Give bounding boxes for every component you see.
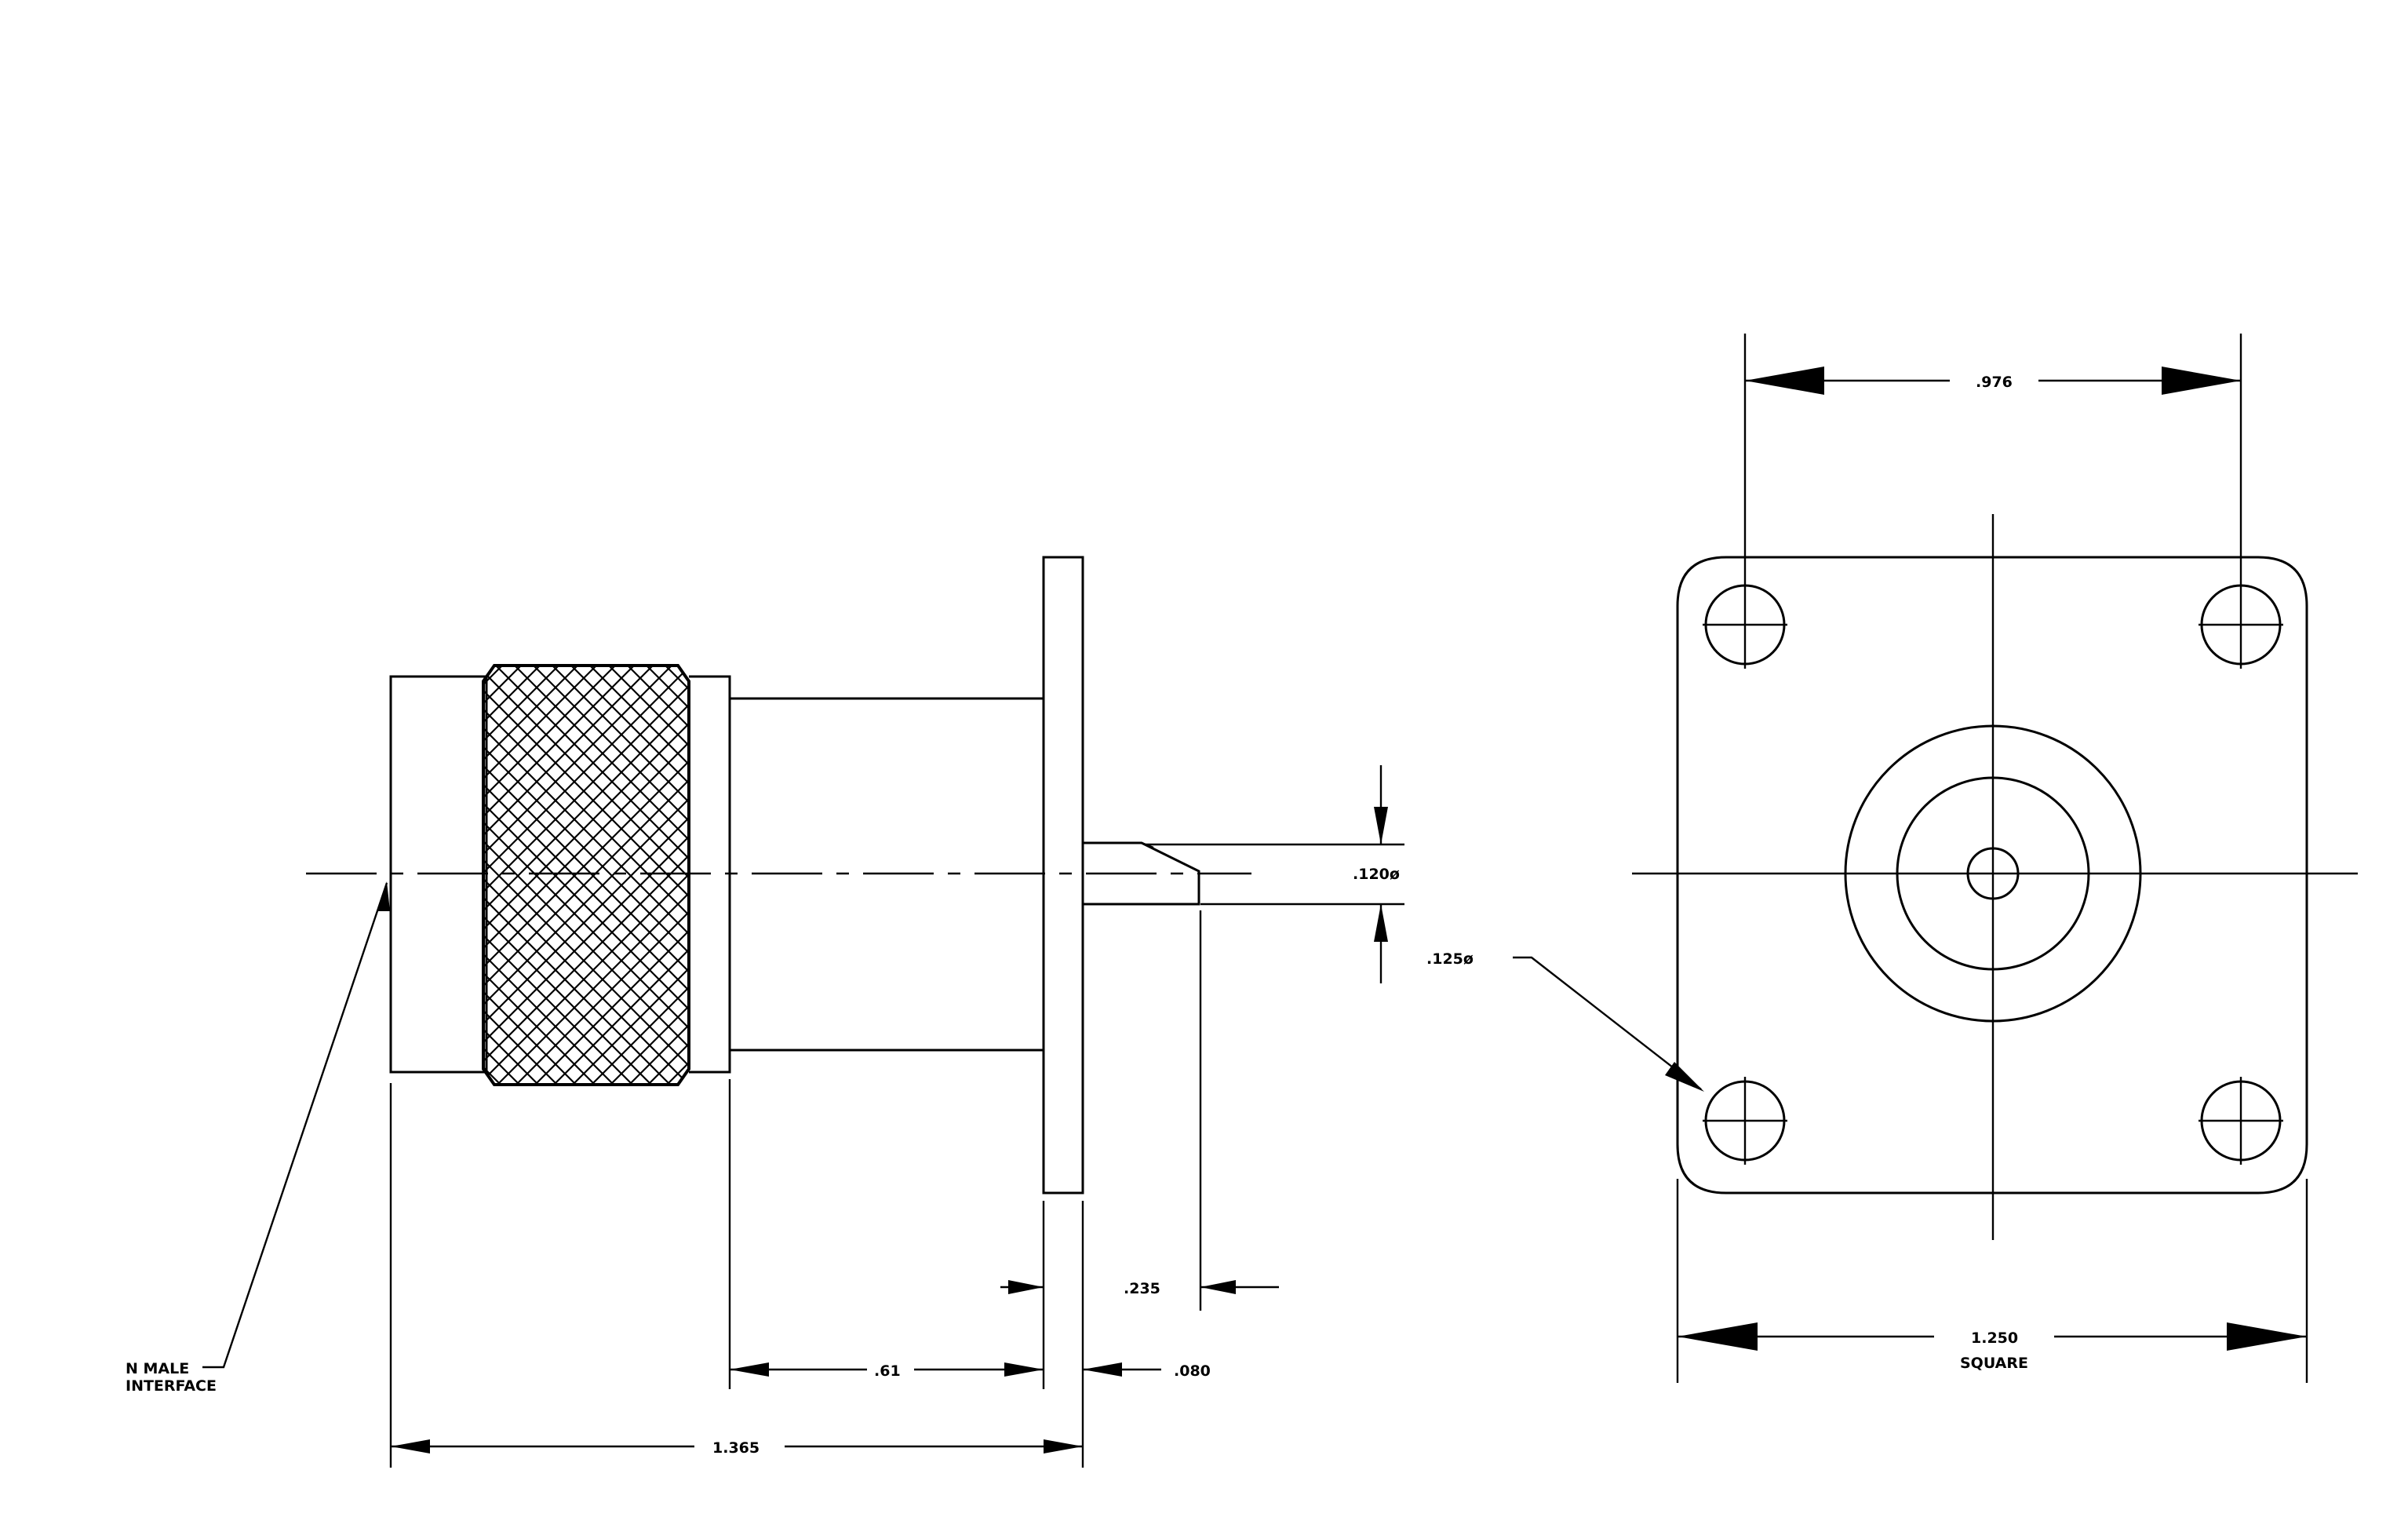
- interface-label-line2: INTERFACE: [126, 1377, 217, 1395]
- mounting-hole-top-right: [2199, 581, 2283, 669]
- nut-right-ring: [689, 675, 731, 1074]
- interface-leader-arrow: [378, 881, 390, 911]
- center-contact-circle: [1966, 847, 2020, 900]
- center-pin: [1083, 841, 1200, 906]
- pin-extension-dimension: .235: [1000, 910, 1279, 1468]
- body-length-dimension: .61: [728, 1079, 1044, 1389]
- hole-spacing-dimension: .976: [1743, 334, 2242, 581]
- interface-leader: [202, 882, 388, 1369]
- flange-thickness-dimension: .080: [1083, 1362, 1211, 1380]
- flange-size-value: 1.250: [1971, 1330, 2018, 1347]
- hole-diameter-value: .125ø: [1426, 950, 1474, 968]
- hole-diameter-callout: .125ø: [1426, 950, 1704, 1092]
- mounting-hole-bottom-left: [1703, 1077, 1787, 1165]
- mounting-hole-bottom-right: [2199, 1077, 2283, 1165]
- interface-tube: [389, 675, 486, 1074]
- hole-spacing-value: .976: [1976, 374, 2013, 391]
- insulator-circle: [1896, 776, 2090, 971]
- mounting-hole-top-left: [1703, 581, 1787, 669]
- flange-plate: [1042, 556, 1084, 1195]
- knurled-coupling-nut: [482, 664, 690, 1086]
- pin-diameter-value: .120ø: [1353, 866, 1400, 883]
- side-view: N MALE INTERFACE .120ø .235: [126, 556, 1404, 1468]
- overall-length-dimension: 1.365: [389, 1083, 1083, 1468]
- flange-size-dimension: 1.250 SQUARE: [1676, 1179, 2308, 1383]
- square-flange: [1676, 556, 2308, 1195]
- outer-body-circle: [1844, 724, 2142, 1023]
- body-length-value: .61: [874, 1362, 901, 1380]
- pin-extension-value: .235: [1124, 1280, 1160, 1297]
- flange-size-note: SQUARE: [1960, 1355, 2028, 1372]
- flange-thickness-value: .080: [1174, 1362, 1211, 1380]
- front-view: .976 .125ø 1.250 SQUARE: [1426, 334, 2358, 1383]
- interface-label-line1: N MALE: [126, 1360, 189, 1377]
- overall-length-value: 1.365: [712, 1439, 760, 1457]
- pin-diameter-dimension: .120ø: [1146, 765, 1404, 983]
